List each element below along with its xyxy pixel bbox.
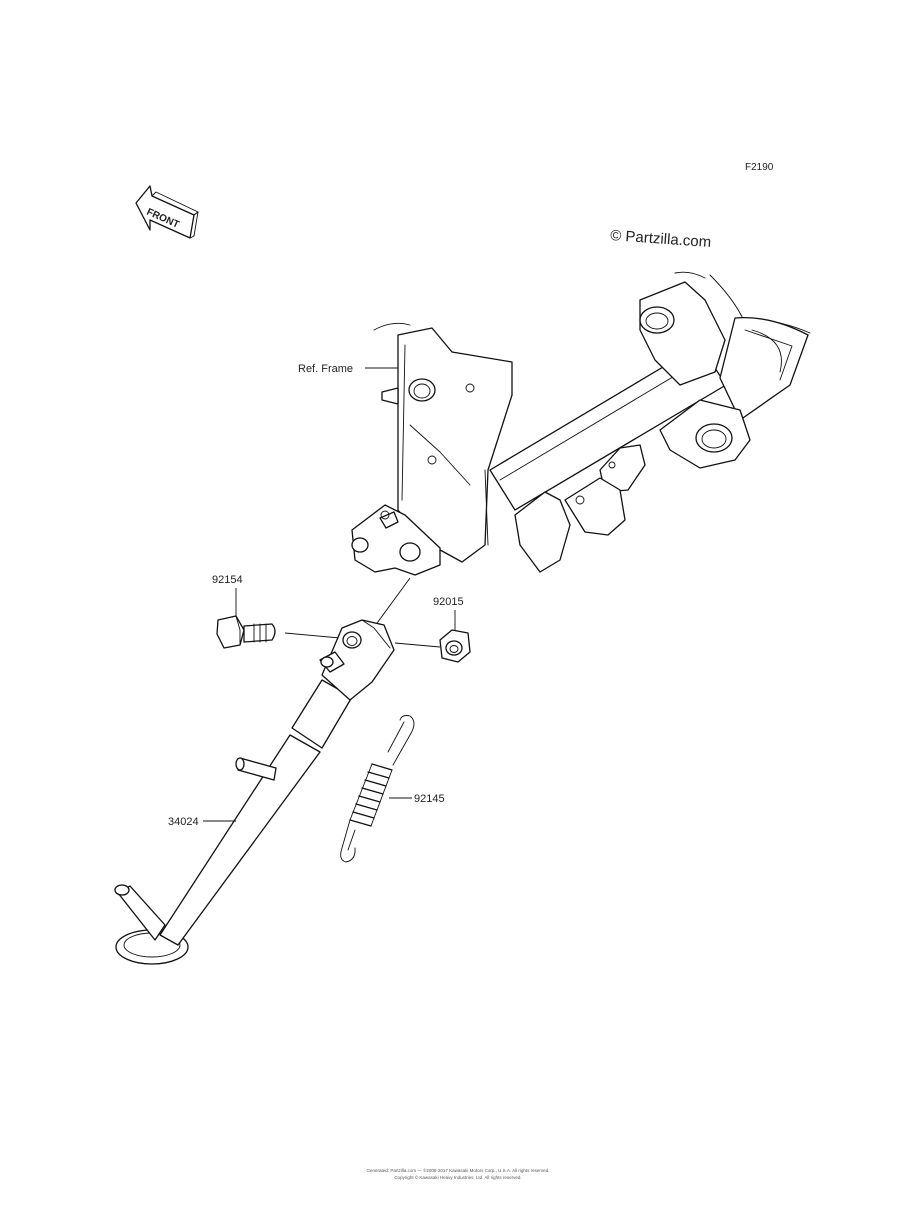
callout-92015: 92015 (433, 596, 464, 608)
callout-92145: 92145 (414, 793, 445, 805)
nut-92015 (439, 629, 471, 663)
front-arrow-icon: FRONT (135, 185, 199, 239)
side-stand-34024 (114, 619, 395, 965)
figure-code: F2190 (745, 162, 774, 173)
footer-line-2: Copyright © Kawasaki Heavy Industries, L… (394, 1174, 521, 1180)
frame (351, 271, 811, 576)
callout-34024: 34024 (168, 816, 199, 828)
footer-line-1: Generated: Partzilla.com — ©2008-2017 Ka… (367, 1167, 550, 1173)
watermark: © Partzilla.com (610, 227, 712, 251)
callout-92154: 92154 (212, 574, 243, 586)
bolt-92154 (216, 615, 276, 649)
callout-ref-frame: Ref. Frame (298, 363, 353, 375)
spring-92145 (340, 715, 415, 863)
